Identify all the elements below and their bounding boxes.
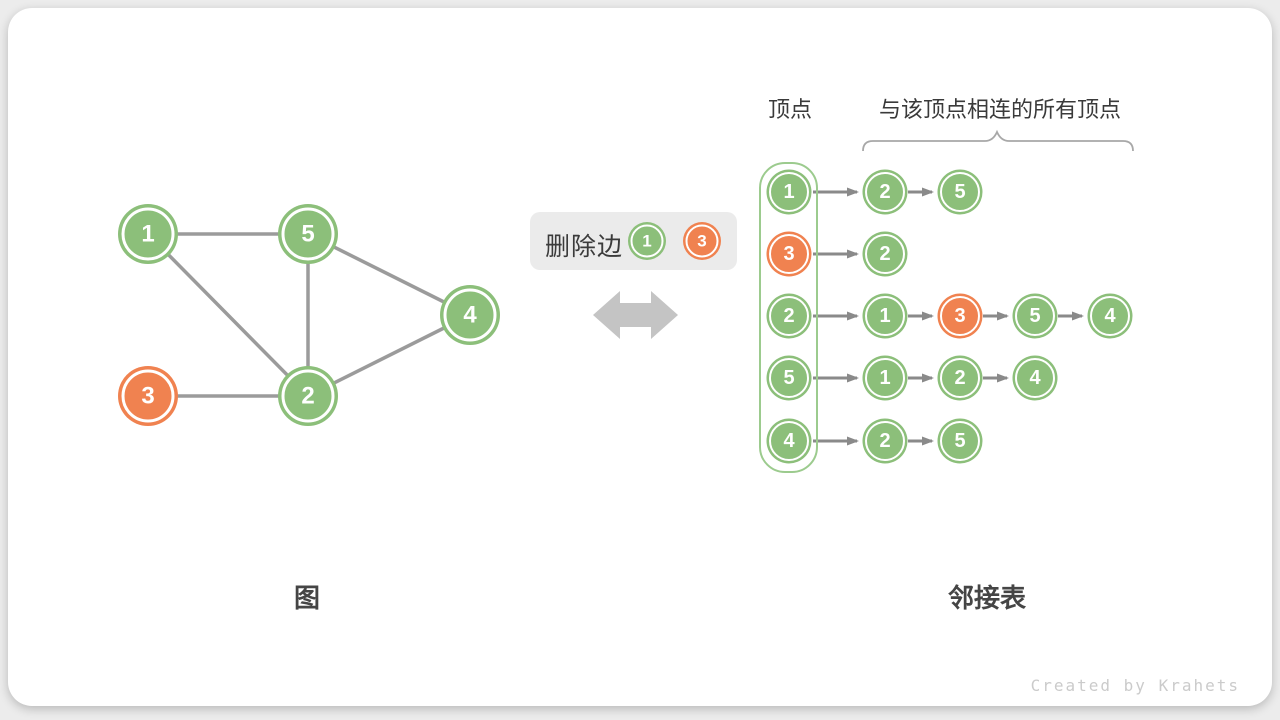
header-neighbors: 与该顶点相连的所有顶点	[878, 97, 1122, 122]
adj-node: 5	[940, 172, 980, 212]
adjacency-caption: 邻接表	[947, 583, 1027, 613]
adj-node-deleted: 3	[940, 296, 980, 336]
operation-node-to: 3	[685, 224, 719, 258]
watermark: Created by Krahets	[1030, 676, 1240, 695]
adj-node: 2	[865, 234, 905, 274]
graph-edges	[146, 232, 471, 398]
graph-node-2: 2	[281, 369, 335, 423]
adj-vertex-3: 3	[769, 234, 809, 274]
adj-vertex-1: 1	[769, 172, 809, 212]
adj-node: 4	[1090, 296, 1130, 336]
swap-arrow-icon	[593, 291, 678, 339]
adjacency-arrows	[813, 187, 1084, 446]
adj-node: 2	[865, 172, 905, 212]
adj-node: 4	[1015, 358, 1055, 398]
graph-node-3: 3	[121, 369, 175, 423]
graph-node-4: 4	[443, 288, 497, 342]
operation-node-from: 1	[630, 224, 664, 258]
vertex-column-outline	[759, 162, 818, 473]
canvas-card	[8, 8, 1272, 706]
adj-node: 1	[865, 358, 905, 398]
graph-node-5: 5	[281, 207, 335, 261]
adj-vertex-4: 4	[769, 421, 809, 461]
adj-node: 1	[865, 296, 905, 336]
adj-node: 2	[940, 358, 980, 398]
header-vertex: 顶点	[767, 97, 813, 122]
graph-caption: 图	[293, 583, 321, 613]
operation-label: 删除边	[545, 233, 624, 261]
adj-vertex-5: 5	[769, 358, 809, 398]
adj-node: 2	[865, 421, 905, 461]
brace-icon	[862, 129, 1134, 152]
adj-node: 5	[940, 421, 980, 461]
adj-node: 5	[1015, 296, 1055, 336]
graph-node-1: 1	[121, 207, 175, 261]
adj-vertex-2: 2	[769, 296, 809, 336]
